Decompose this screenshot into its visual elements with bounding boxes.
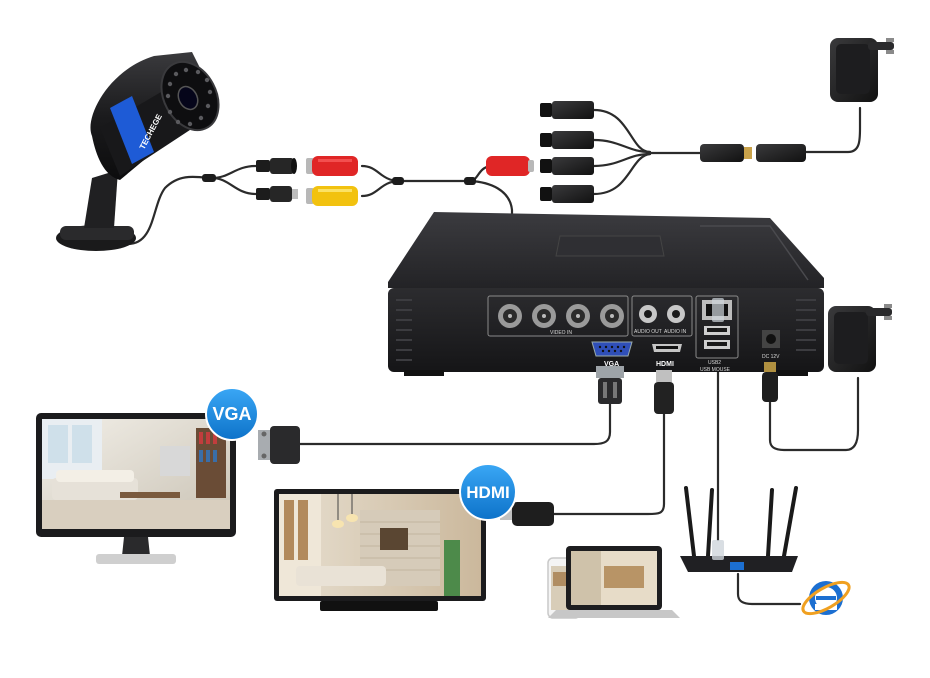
hdmi-plug-dvr [654, 370, 674, 414]
splitter-leg-3 [592, 152, 652, 168]
router-lan-port [730, 562, 744, 570]
camera-dc-plug [256, 158, 297, 174]
hdmi-badge: HDMI [459, 463, 517, 521]
vga-monitor [36, 413, 236, 564]
vga-monitor-neck [122, 537, 150, 556]
adapter-cable-top [804, 106, 862, 154]
hdmi-port-label: HDMI [656, 361, 674, 368]
dvr-rear-panel [388, 288, 824, 372]
camera-blue-ring [110, 96, 154, 164]
hdmi-tv-room-scene [279, 494, 460, 596]
vga-monitor-stand [96, 554, 176, 564]
power-splitter [540, 101, 806, 203]
splitter-plug-2 [540, 131, 594, 149]
red-rca-plug-right [486, 156, 534, 176]
hdmi-badge-label: HDMI [466, 483, 509, 502]
camera-mount-plate [60, 226, 134, 240]
audio-panel [631, 295, 693, 337]
splitter-input-plug [700, 144, 806, 162]
dvr-foot-left [404, 370, 444, 376]
bnc-port-1 [498, 304, 522, 328]
vga-monitor-room-scene [42, 419, 230, 529]
bnc-port-4 [600, 304, 624, 328]
hdmi-tv-stand [320, 601, 438, 611]
hdmi-cable [552, 410, 666, 516]
usb-port-2 [704, 340, 730, 349]
video-in-ports [498, 304, 624, 328]
usb-port-1 [704, 326, 730, 335]
camera-bnc-plug [256, 186, 298, 202]
usb-label: USB2 [708, 360, 721, 366]
audio-out-port [639, 305, 657, 323]
camera-plugs [202, 158, 298, 202]
internet-explorer-icon [801, 580, 851, 616]
laptop [548, 546, 680, 618]
dvr-top-bevel [555, 235, 665, 257]
dvr-top-edge [700, 225, 809, 281]
video-in-label: VIDEO IN [550, 330, 572, 336]
vga-badge: VGA [205, 387, 259, 441]
splitter-plug-4 [540, 185, 594, 203]
bnc-port-2 [532, 304, 556, 328]
dc-power-jack [762, 330, 780, 348]
camera-pigtail-junction [202, 174, 216, 182]
yellow-rca-plug-left [306, 186, 358, 206]
router-antennas [684, 486, 798, 558]
dc-label: DC 12V [762, 354, 780, 360]
dvr-foot-right [768, 370, 808, 376]
dvr-vent-left [396, 299, 412, 361]
splitter-leg-4 [592, 152, 652, 196]
router-internet-cable [736, 572, 802, 606]
video-in-panel [487, 295, 629, 337]
hdmi-tv [274, 489, 486, 611]
power-adapter-top [830, 38, 894, 102]
lan-usb-panel [695, 295, 739, 359]
red-rca-plug-left [306, 156, 358, 176]
vga-cable [298, 398, 612, 446]
dvr-recorder: VIDEO IN AUDIO OUT AUDIO IN USB2 USB MOU… [388, 212, 824, 376]
camera-pigtail-cable [126, 175, 210, 246]
dc-plug-dvr [762, 362, 778, 402]
extension-junction [392, 177, 404, 185]
router-lan-plug [712, 540, 724, 560]
power-adapter-bottom [828, 304, 892, 372]
camera-ir-leds [165, 67, 213, 127]
wifi-router [680, 486, 798, 572]
bnc-port-3 [566, 304, 590, 328]
audio-out-label: AUDIO OUT [634, 329, 662, 335]
splitter-plug-1 [540, 101, 594, 119]
vga-label: VGA [604, 361, 619, 368]
splitter-leg-2 [592, 138, 652, 154]
vga-badge-label: VGA [212, 404, 251, 424]
dvr-power-cable [768, 376, 860, 452]
audio-in-port [667, 305, 685, 323]
lan-plug [712, 298, 724, 322]
vga-plug-monitor [258, 426, 300, 464]
dvr-vent-right [796, 299, 816, 351]
extension-junction-right [464, 177, 476, 185]
camera-mount-arm [84, 170, 118, 228]
usb-mouse-label: USB MOUSE [700, 367, 731, 373]
bullet-camera: TECHEGE [56, 52, 220, 251]
camera-branch-cable-top [210, 164, 258, 180]
audio-in-label: AUDIO IN [664, 329, 687, 335]
camera-branch-cable-bottom [210, 176, 258, 196]
splitter-plug-3 [540, 157, 594, 175]
hdmi-port [652, 344, 682, 352]
camera-lens [177, 85, 199, 111]
extension-cable-right-bottom [468, 179, 514, 258]
vga-plug-dvr [596, 366, 624, 404]
vga-port [591, 341, 633, 357]
